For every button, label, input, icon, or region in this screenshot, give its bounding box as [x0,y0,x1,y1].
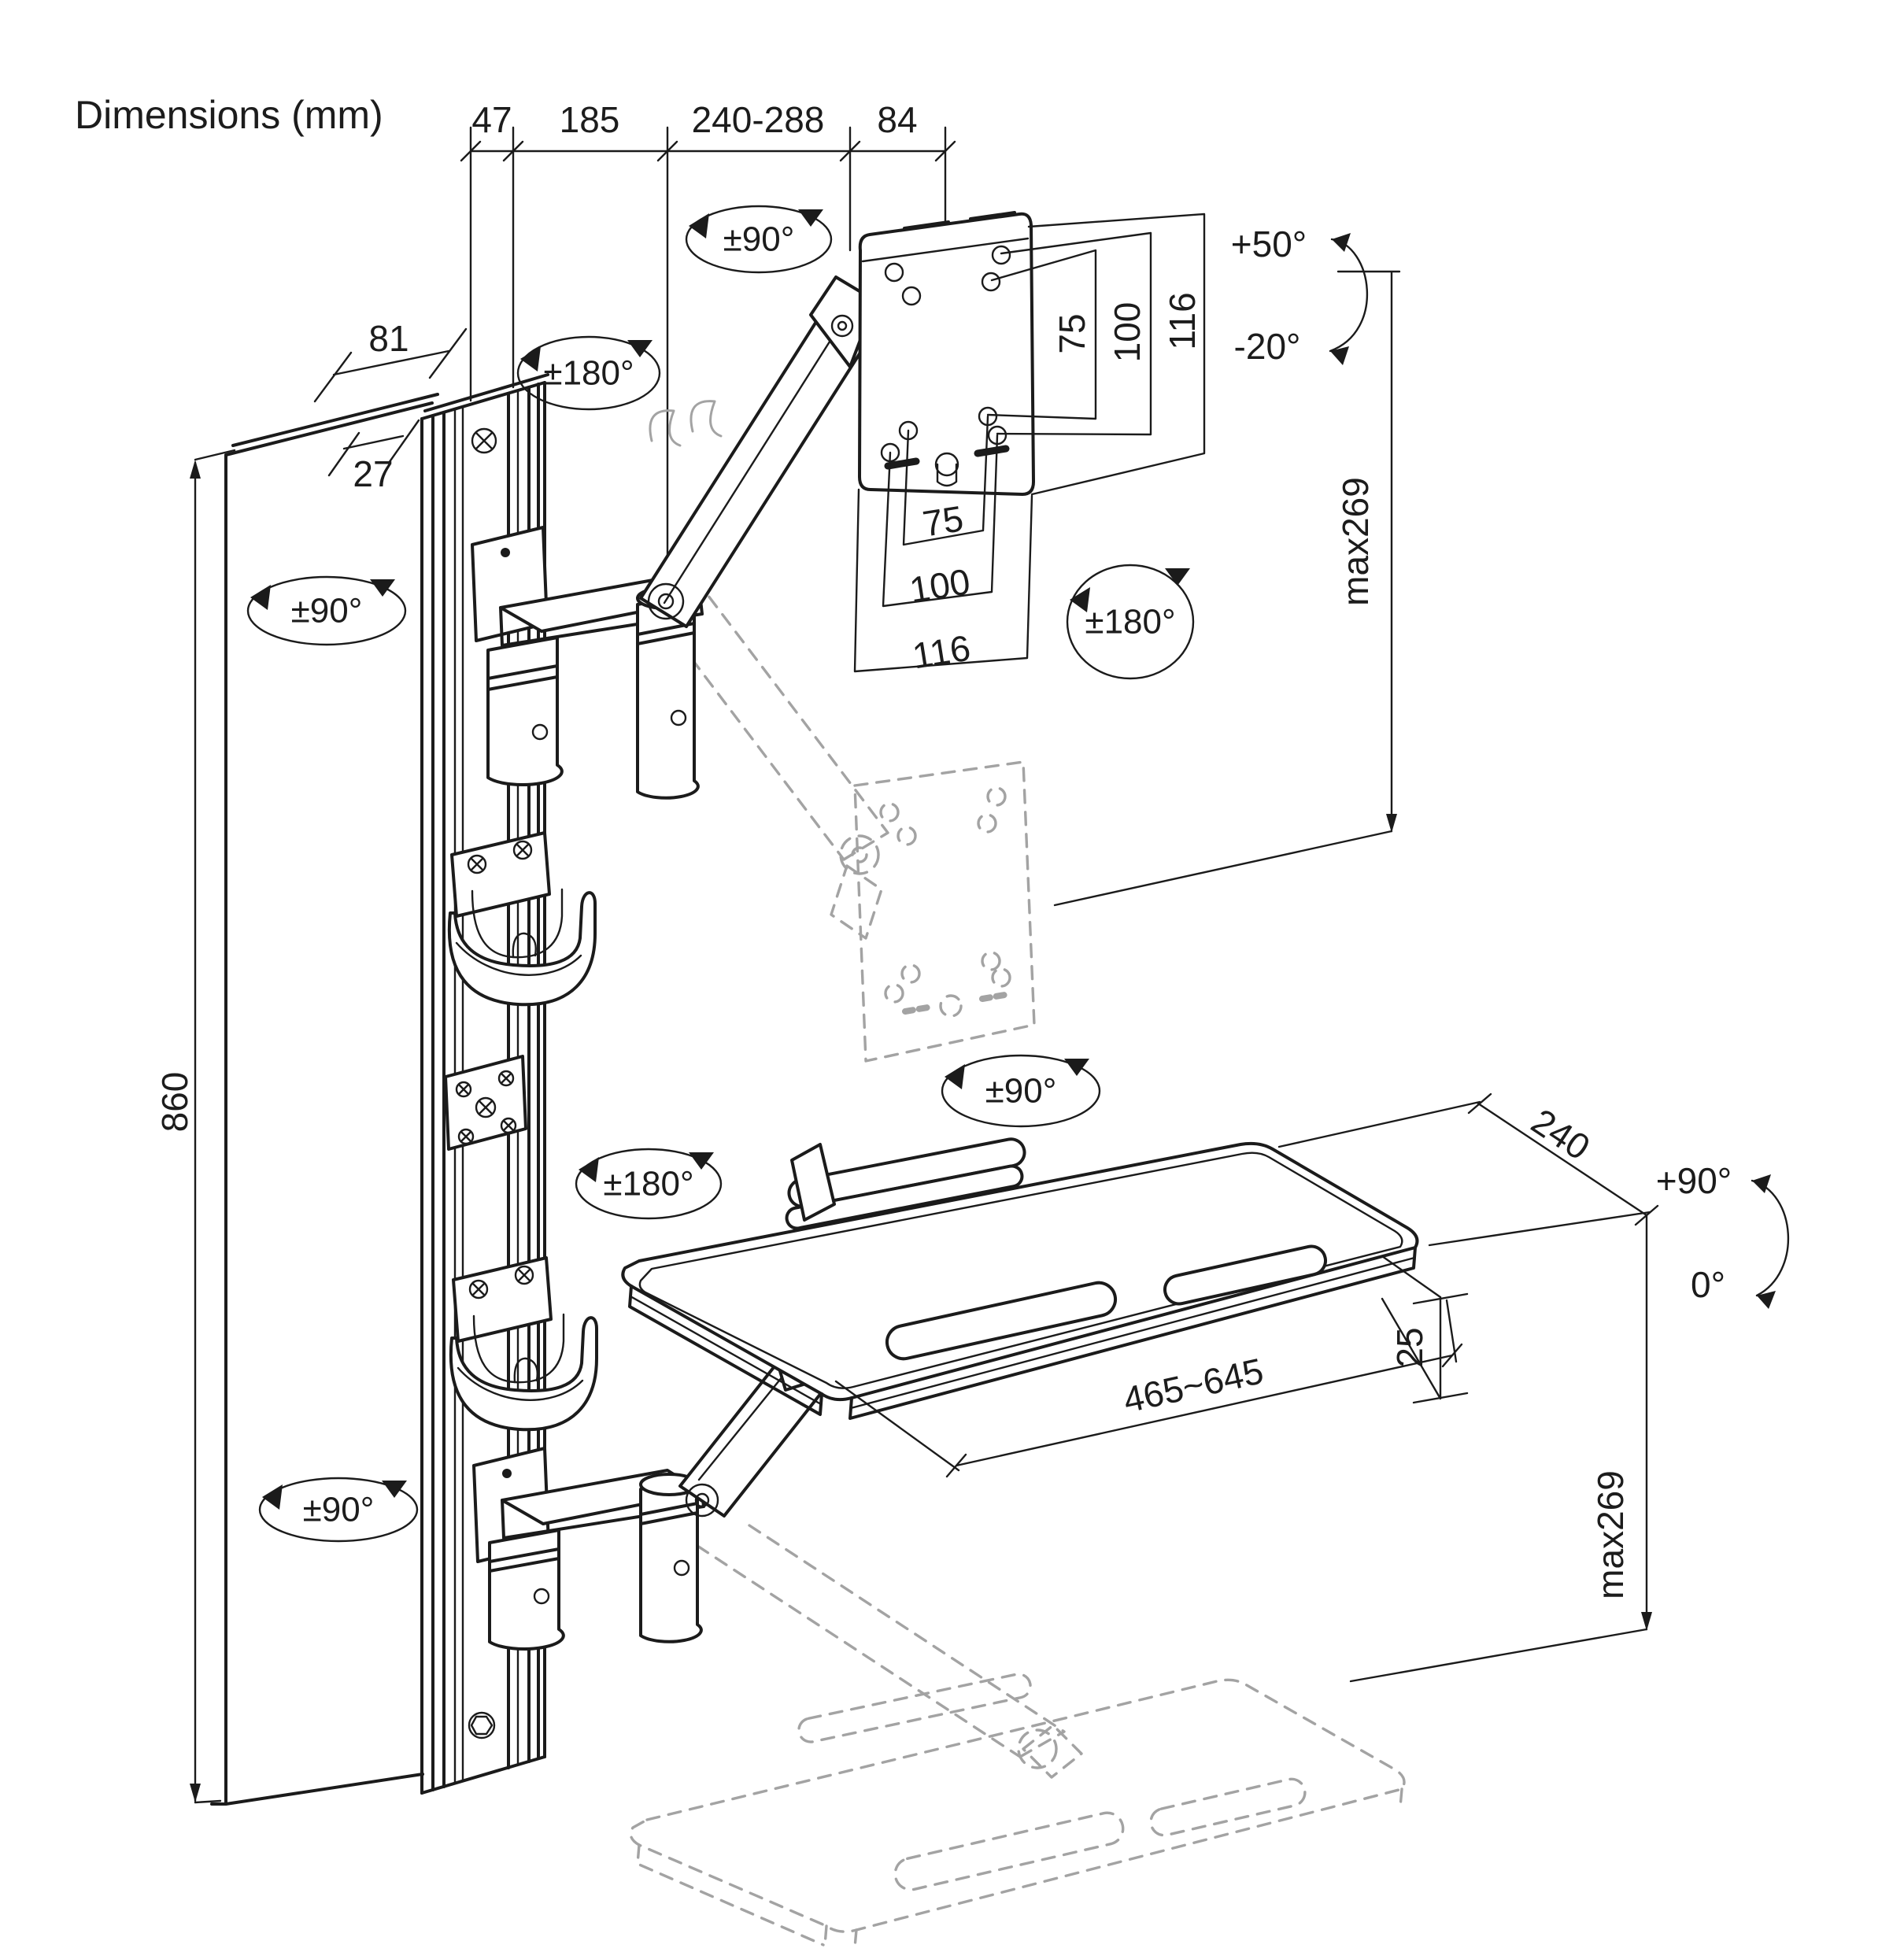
dim-monitor-travel: max269 [1335,477,1376,606]
mouse-rest [1163,1244,1327,1306]
tray-travel-dimension [1349,1214,1652,1683]
wrist-rest [885,1281,1118,1361]
rotation-tray-arm: ±180° [575,1148,723,1220]
dim-tray-tilt-up: +90° [1656,1160,1732,1201]
monitor-vesa-plate [858,211,1035,496]
vesa-vertical-dimensions [986,213,1206,496]
document-ledge [785,1137,1026,1230]
track-bolt-bottom [468,1711,496,1739]
ghost-keyboard-tray [629,1673,1406,1949]
rotation-label: ±180° [603,1165,693,1203]
dim-tray-width: 465~645 [1119,1350,1266,1421]
tray-tilt-arc [1751,1174,1790,1309]
top-dimension-chain [460,126,956,597]
track-splice-plate [444,1055,527,1151]
dimension-860-track [190,449,236,1804]
dim-tilt-up: +50° [1231,224,1307,264]
dim-vesa-100-v: 100 [1107,302,1148,363]
rotation-label: ±90° [291,592,363,630]
dim-vesa-100-h: 100 [907,560,973,610]
rotation-label: ±90° [723,220,795,259]
dim-81: 81 [368,318,409,359]
cable-hook-lower [449,1256,598,1432]
ghost-keyboard-arm [696,1524,1083,1779]
monitor-travel-dimension [1053,270,1401,907]
rotation-monitor-swivel: ±90° [685,205,833,274]
rotation-label: ±180° [1085,603,1175,641]
rotation-label: ±90° [303,1491,375,1529]
dim-tray-depth: 240 [1525,1100,1598,1168]
drawing-title: Dimensions (mm) [75,93,383,137]
dim-vesa-116-v: 116 [1162,292,1203,349]
tray-thickness-dimension [1381,1255,1469,1404]
dim-tray-thickness: 25 [1389,1327,1430,1367]
rotation-label: ±90° [985,1072,1057,1111]
dim-27: 27 [353,453,393,494]
rotation-track-upper: ±90° [246,575,407,646]
dimension-81-27 [313,327,468,477]
monitor-tilt-arc [1329,233,1368,365]
dim-vesa-75-v: 75 [1052,313,1092,353]
rotation-label: ±180° [543,354,634,393]
dim-vesa-116-h: 116 [910,627,974,677]
rotation-track-lower: ±90° [258,1477,419,1543]
keyboard-tray [621,1137,1419,1420]
tray-width-dimension [834,1299,1463,1478]
vesa-horizontal-dimensions [853,415,1033,673]
ghost-cable-clip [649,400,723,447]
cable-hook-upper [447,831,597,1007]
rotation-tray-swivel: ±90° [941,1054,1101,1128]
vesa-keyhole [934,452,959,487]
dim-47: 47 [471,99,512,140]
ghost-vesa-plate [853,760,1036,1063]
track-screw-top [471,427,497,454]
dim-84: 84 [877,99,917,140]
dim-185: 185 [560,99,620,140]
dim-240-288: 240-288 [692,99,825,140]
dim-tray-tilt-down: 0° [1691,1264,1725,1305]
dim-tilt-down: -20° [1234,326,1301,367]
rotation-monitor-arm: ±180° [516,335,661,411]
dim-vesa-75-h: 75 [920,497,967,544]
dim-860: 860 [154,1072,195,1133]
monitor-arm [471,275,877,800]
wall-panel [210,393,439,1806]
rotation-vesa-plate: ±180° [1066,564,1195,680]
dim-tray-travel: max269 [1590,1470,1631,1599]
